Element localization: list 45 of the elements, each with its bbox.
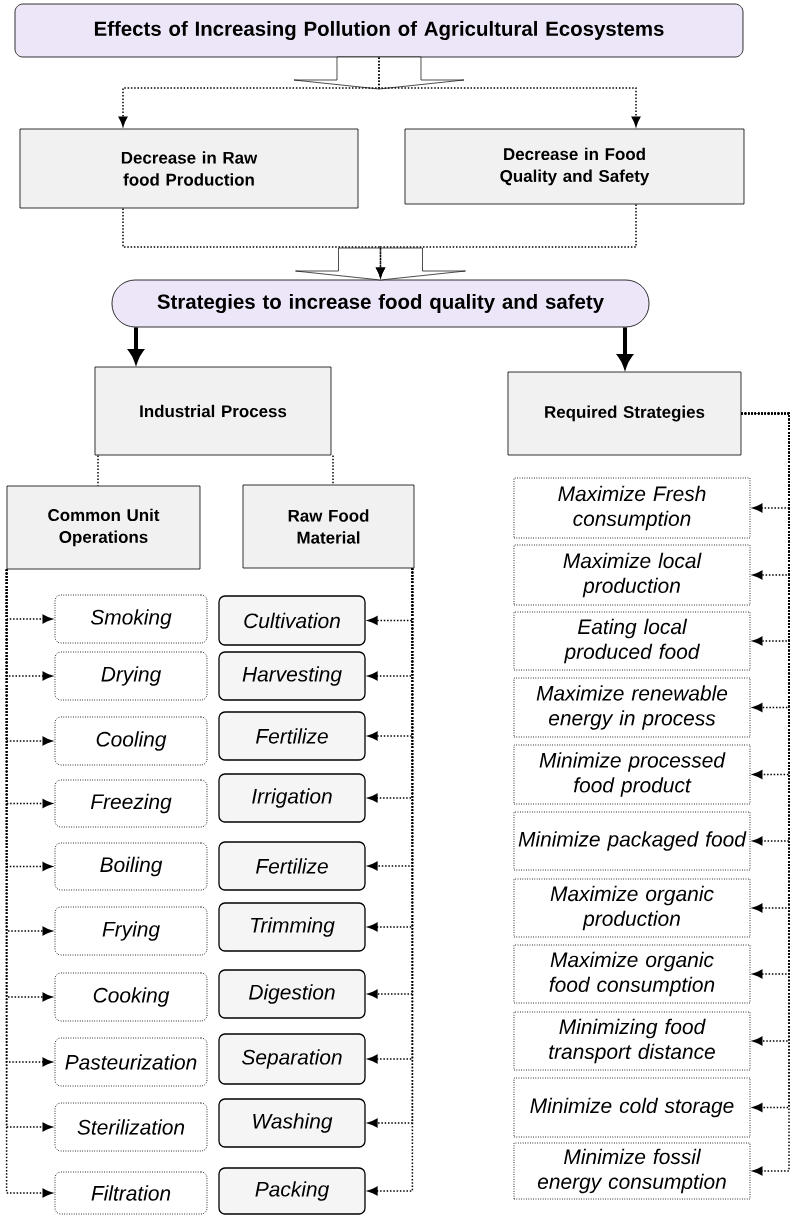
operation-box: Cooling: [54, 716, 208, 766]
category-box: Raw Food Material: [242, 484, 415, 569]
block-arrow: [295, 247, 466, 281]
category-box: Decrease in Raw food Production: [19, 128, 359, 209]
category-box: Decrease in Food Quality and Safety: [404, 128, 745, 205]
step-box: Washing: [218, 1098, 366, 1148]
step-box: Fertilize: [218, 841, 366, 891]
strategy-box: Minimize packaged food: [513, 811, 751, 871]
category-box: Industrial Process: [94, 366, 332, 456]
step-box: Packing: [218, 1167, 366, 1215]
step-box: Separation: [218, 1033, 366, 1085]
strategy-box: Maximize organic production: [513, 878, 751, 938]
arrow: [378, 56, 641, 127]
operation-box: Frying: [54, 906, 208, 956]
operation-box: Drying: [54, 651, 208, 701]
step-box: Cultivation: [218, 595, 366, 646]
step-box: Fertilize: [218, 711, 366, 761]
operation-box: Pasteurization: [54, 1037, 208, 1087]
strategy-box: Maximize renewable energy in process: [513, 677, 751, 738]
step-box: Digestion: [218, 969, 366, 1019]
connector-line: [332, 454, 334, 486]
strategy-box: Eating local produced food: [513, 611, 751, 671]
strategy-box: Minimize cold storage: [513, 1077, 751, 1138]
strategy-box: Minimize processed food product: [513, 744, 751, 805]
strategy-box: Maximize Fresh consumption: [513, 477, 751, 539]
strategy-box: Minimize fossil energy consumption: [513, 1142, 751, 1200]
rounded-banner: Strategies to increase food quality and safety: [111, 279, 650, 328]
step-box: Harvesting: [218, 651, 366, 701]
category-box: Common Unit Operations: [6, 485, 201, 570]
operation-box: Freezing: [54, 779, 208, 828]
block-arrow: [293, 56, 465, 90]
operation-box: Boiling: [54, 842, 208, 891]
step-box: Trimming: [218, 902, 366, 952]
category-box: Required Strategies: [507, 371, 742, 456]
strategy-box: Maximize local production: [513, 544, 751, 606]
arrow: [376, 203, 637, 278]
operation-box: Cooking: [54, 972, 208, 1022]
connector-line: [97, 454, 99, 487]
strategy-box: Minimizing food transport distance: [513, 1011, 751, 1071]
operation-box: Smoking: [54, 594, 208, 644]
operation-box: Sterilization: [54, 1102, 208, 1152]
operation-box: Filtration: [54, 1171, 208, 1215]
strategy-box: Maximize organic food consumption: [513, 944, 751, 1004]
header-box: Effects of Increasing Pollution of Agricultural Ecosystems: [14, 3, 744, 58]
step-box: Irrigation: [218, 773, 366, 823]
